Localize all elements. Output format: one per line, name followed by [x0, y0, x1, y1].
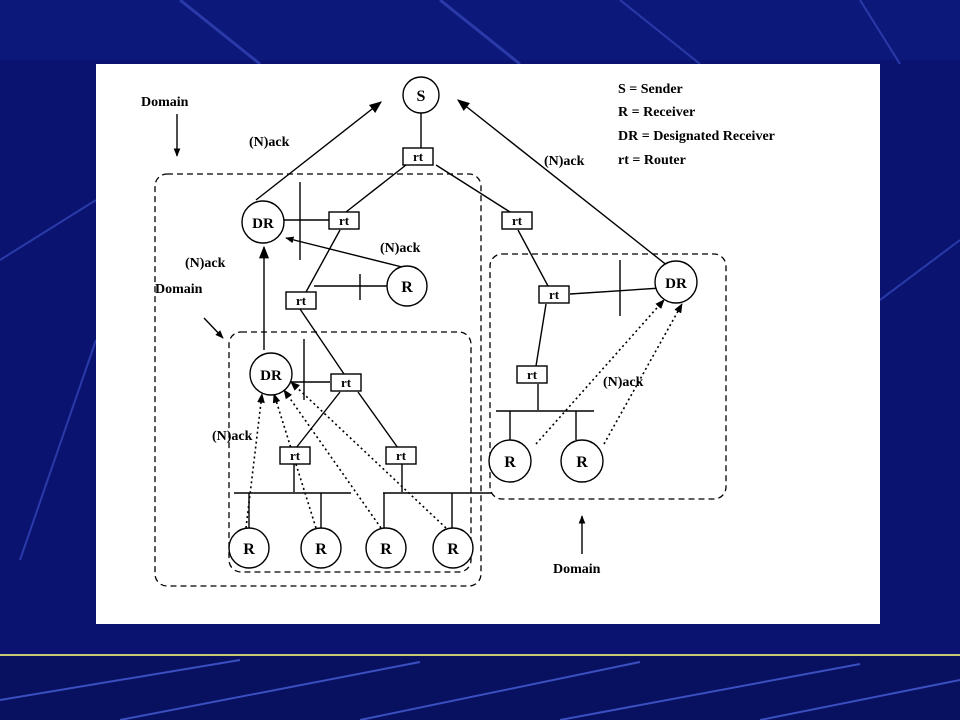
domain-box-right — [489, 253, 727, 500]
nack-label: (N)ack — [380, 241, 421, 256]
receiver: R — [432, 527, 474, 569]
svg-text:rt: rt — [339, 213, 350, 228]
router: rt — [285, 291, 317, 310]
receiver: R — [560, 439, 604, 483]
svg-text:DR: DR — [252, 216, 274, 232]
designated-receiver: DR — [241, 200, 285, 244]
svg-text:R: R — [243, 541, 255, 558]
svg-text:rt: rt — [296, 293, 307, 308]
legend-router: rt = Router — [618, 153, 686, 168]
router: rt — [385, 446, 417, 465]
diagram-panel: S rt rt rt rt rt rt rt rt rt DR DR DR R … — [96, 64, 880, 624]
domain-label: Domain — [155, 282, 203, 297]
svg-text:rt: rt — [341, 375, 352, 390]
receiver: R — [488, 439, 532, 483]
nack-label: (N)ack — [603, 375, 644, 390]
legend-designated-receiver: DR = Designated Receiver — [618, 129, 775, 144]
multicast-ack-diagram: S rt rt rt rt rt rt rt rt rt DR DR DR R … — [141, 76, 775, 587]
nack-label: (N)ack — [185, 256, 226, 271]
router: rt — [279, 446, 311, 465]
domain-box-outer — [154, 173, 482, 587]
nack-label: (N)ack — [212, 429, 253, 444]
sender-node: S — [402, 76, 440, 114]
svg-text:R: R — [504, 454, 516, 471]
svg-text:rt: rt — [396, 448, 407, 463]
domain-labels: Domain Domain Domain — [141, 95, 601, 577]
nack-labels: (N)ack (N)ack (N)ack (N)ack (N)ack (N)ac… — [185, 135, 644, 444]
svg-text:R: R — [447, 541, 459, 558]
svg-text:rt: rt — [290, 448, 301, 463]
svg-text:rt: rt — [512, 213, 523, 228]
dr-nodes: DR DR DR — [241, 200, 698, 396]
svg-text:rt: rt — [413, 149, 424, 164]
designated-receiver: DR — [249, 352, 293, 396]
nack-label: (N)ack — [249, 135, 290, 150]
router: rt — [328, 211, 360, 230]
sender-label: S — [417, 88, 426, 105]
domain-box-inner — [228, 331, 472, 573]
nack-paths-solid — [255, 99, 679, 350]
designated-receiver: DR — [654, 260, 698, 304]
legend-sender: S = Sender — [618, 82, 683, 97]
router: rt — [402, 147, 434, 166]
router: rt — [538, 285, 570, 304]
receiver: R — [365, 527, 407, 569]
svg-text:R: R — [401, 279, 413, 296]
legend-receiver: R = Receiver — [618, 105, 695, 120]
svg-text:DR: DR — [665, 276, 687, 292]
network-links — [234, 112, 662, 528]
svg-text:R: R — [380, 541, 392, 558]
svg-text:rt: rt — [527, 367, 538, 382]
legend: S = Sender R = Receiver DR = Designated … — [618, 82, 775, 168]
router: rt — [330, 373, 362, 392]
svg-text:DR: DR — [260, 368, 282, 384]
domain-label: Domain — [553, 562, 601, 577]
receiver: R — [228, 527, 270, 569]
receiver-nodes: R R R R R R R — [228, 265, 604, 569]
receiver: R — [300, 527, 342, 569]
domain-label: Domain — [141, 95, 189, 110]
receiver: R — [386, 265, 428, 307]
router-nodes: rt rt rt rt rt rt rt rt rt — [279, 147, 570, 465]
router: rt — [501, 211, 533, 230]
svg-text:R: R — [576, 454, 588, 471]
router: rt — [516, 365, 548, 384]
nack-label: (N)ack — [544, 154, 585, 169]
svg-text:rt: rt — [549, 287, 560, 302]
svg-text:R: R — [315, 541, 327, 558]
